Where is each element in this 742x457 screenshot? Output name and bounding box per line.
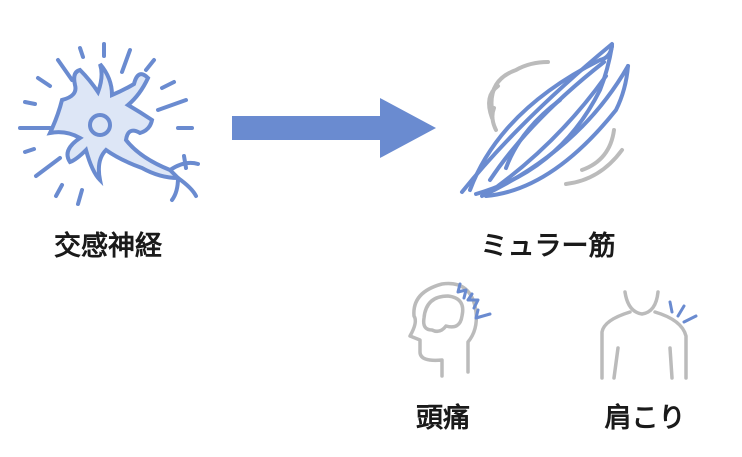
headache-icon [408,281,492,378]
arrow-icon [232,98,436,158]
label-stiff-shoulder: 肩こり [604,403,686,434]
shoulder-icon [600,290,698,380]
label-headache: 頭痛 [416,403,470,434]
label-sympathetic-nerve: 交感神経 [54,231,162,262]
radiating-lines [18,42,194,206]
cell-body [46,62,183,187]
muscle-icon [460,42,630,198]
label-muller-muscle: ミュラー筋 [480,231,616,262]
neuron-icon [18,42,200,206]
